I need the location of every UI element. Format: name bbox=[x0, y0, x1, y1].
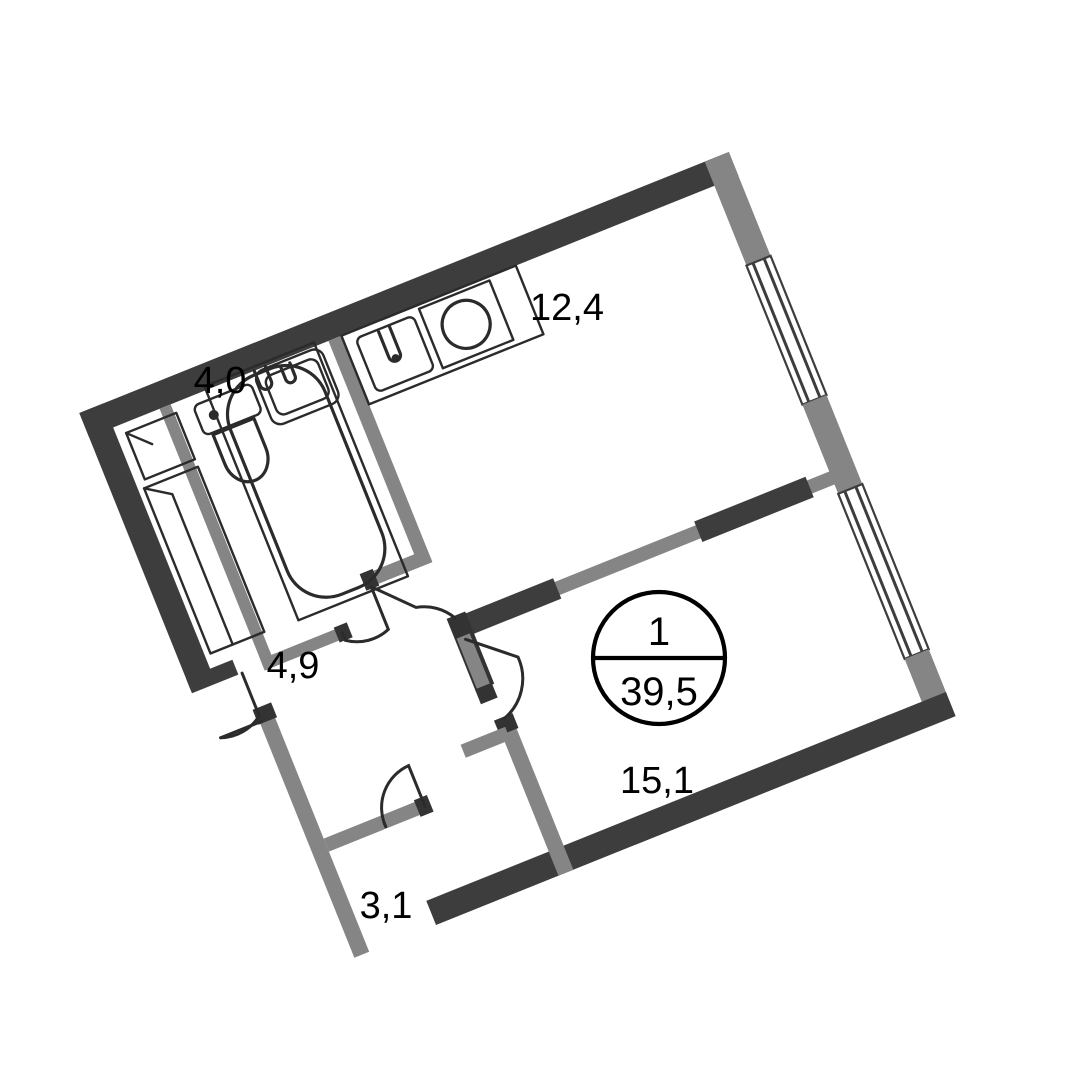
badge-room-count: 1 bbox=[648, 610, 670, 654]
door-kitchen bbox=[369, 585, 457, 620]
badge-total-area: 39,5 bbox=[620, 670, 698, 714]
partition-storage-living bbox=[499, 723, 574, 876]
beam-hall-kitchen bbox=[454, 578, 562, 639]
room-label-kitchen: 12,4 bbox=[530, 287, 604, 329]
room-label-living: 15,1 bbox=[620, 760, 694, 802]
cooktop-fixture bbox=[417, 279, 515, 370]
plan-rotated-group bbox=[79, 151, 956, 958]
exterior-wall-east-upper bbox=[704, 151, 771, 266]
exterior-wall-north bbox=[79, 151, 739, 438]
beam-kitchen-living bbox=[694, 476, 814, 542]
door-bathroom bbox=[340, 585, 391, 644]
kitchen-countertop bbox=[340, 264, 545, 406]
partition-hall-west bbox=[258, 712, 370, 958]
washbasin-fixture bbox=[254, 348, 340, 426]
partition-bathroom-south-right bbox=[371, 549, 433, 585]
partition-storage-north bbox=[323, 799, 426, 852]
door-entrance bbox=[219, 671, 263, 740]
exterior-wall-west bbox=[79, 403, 216, 692]
kitchen-sink-fixture bbox=[356, 316, 435, 392]
bathtub-fixture bbox=[203, 341, 410, 622]
window-east bbox=[836, 482, 931, 661]
partition-hall-east bbox=[456, 633, 493, 697]
column-hall-door-jamb bbox=[474, 682, 498, 705]
door-living-room bbox=[464, 637, 525, 721]
water-heater-fixture bbox=[124, 411, 197, 481]
partition-bathroom-south-left bbox=[260, 628, 341, 671]
exterior-wall-east-mid bbox=[802, 395, 863, 494]
partition-living-north-short bbox=[460, 726, 511, 758]
room-label-bathroom: 4,0 bbox=[194, 360, 247, 402]
apartment-summary-badge: 1 39,5 bbox=[590, 589, 728, 727]
partition-bathroom-kitchen bbox=[328, 335, 432, 566]
window-north-east bbox=[745, 254, 828, 407]
utility-counter bbox=[142, 465, 266, 655]
room-label-storage: 3,1 bbox=[360, 885, 413, 927]
door-storage bbox=[380, 763, 427, 829]
wall-stub-west-lower bbox=[186, 659, 239, 694]
room-label-hallway: 4,9 bbox=[267, 645, 320, 687]
